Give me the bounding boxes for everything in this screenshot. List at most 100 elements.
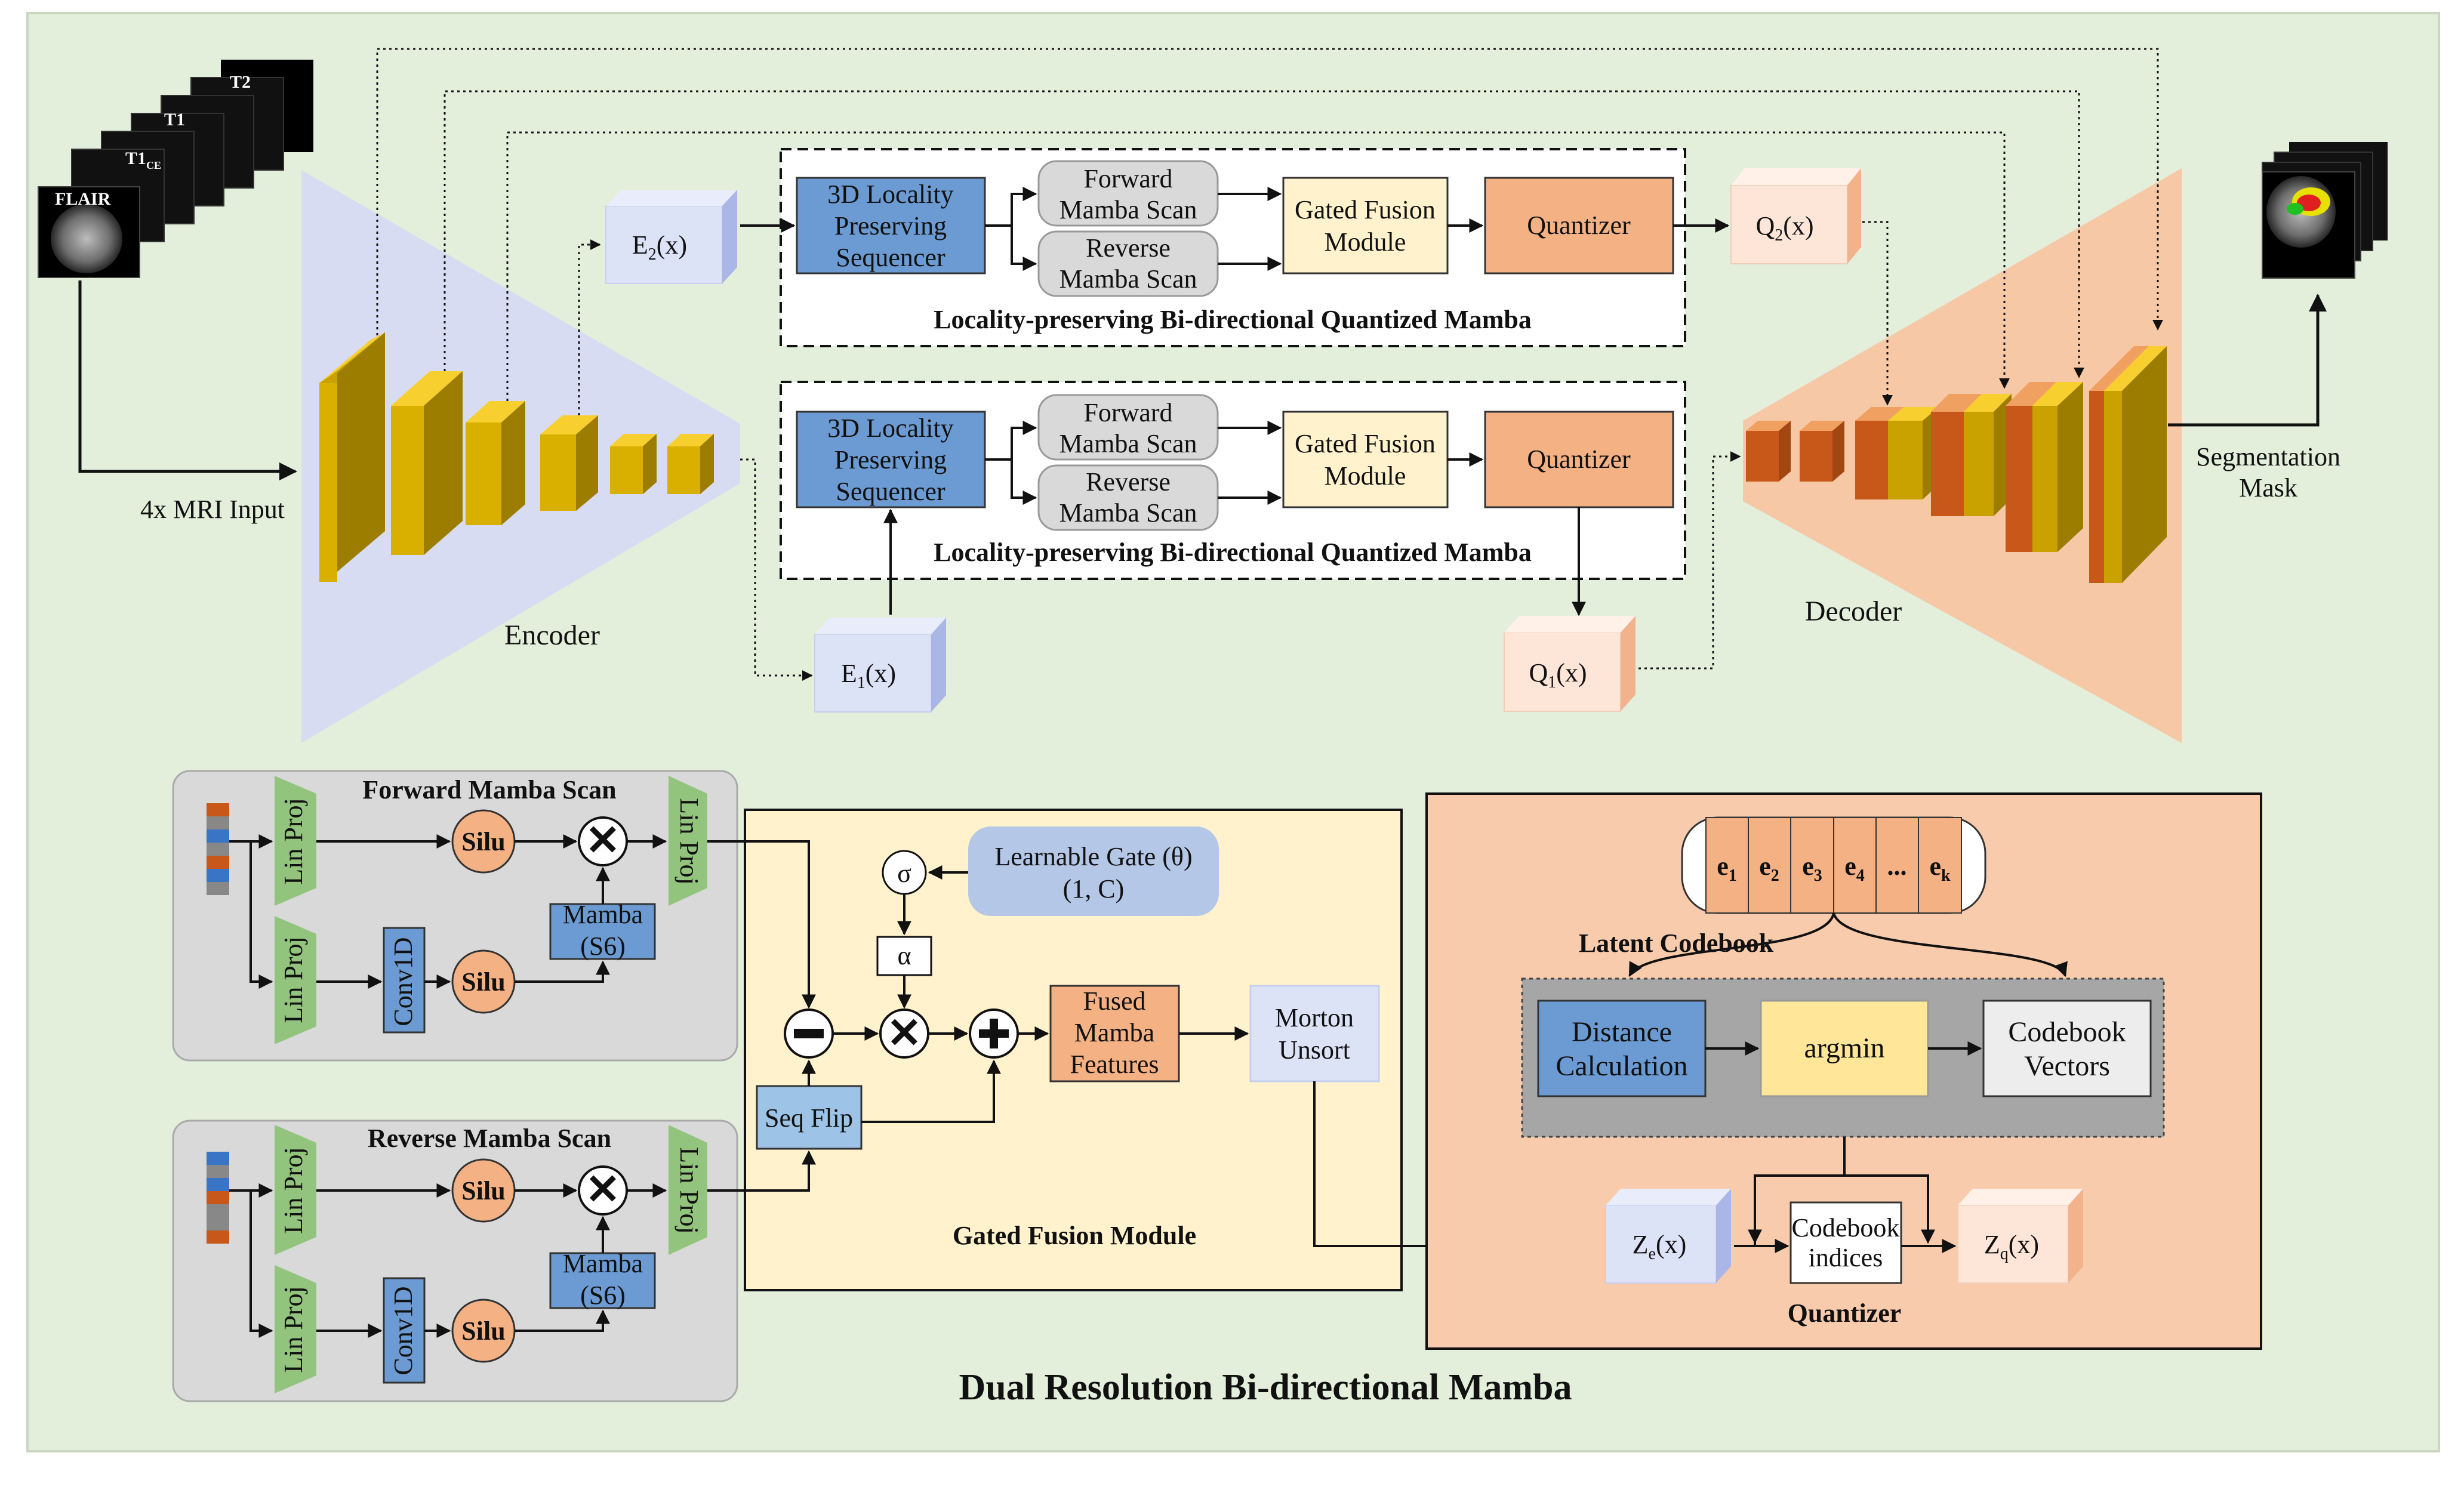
codebook-entry: ek <box>1929 852 1951 885</box>
svg-text:Lin Proj: Lin Proj <box>279 1147 308 1233</box>
mamba-s6-box <box>549 903 656 960</box>
gated-fusion-box-2 <box>1282 411 1449 508</box>
svg-text:3D Locality: 3D Locality <box>827 414 953 443</box>
svg-text:Forward Mamba Scan: Forward Mamba Scan <box>362 775 616 804</box>
svg-text:Codebook: Codebook <box>2008 1016 2126 1048</box>
svg-text:Quantizer: Quantizer <box>1788 1299 1902 1328</box>
modality-t2: T2 <box>230 72 251 92</box>
svg-text:Mamba Scan: Mamba Scan <box>1059 195 1197 224</box>
decoder-block-6 <box>2089 346 2167 583</box>
quantizer-panel: Quantizer e1 e2 e3 e4 ... ek Latent Code… <box>1425 792 2262 1350</box>
svg-text:Gated Fusion: Gated Fusion <box>1295 429 1436 458</box>
svg-text:Lin Proj: Lin Proj <box>279 936 308 1023</box>
svg-text:Calculation: Calculation <box>1556 1050 1687 1082</box>
output-label-1: Segmentation <box>2196 442 2340 471</box>
mri-input-stack: T2 T1 T1CE FLAIR <box>38 60 313 278</box>
modality-t1: T1 <box>164 110 185 129</box>
svg-text:Codebook: Codebook <box>1792 1213 1900 1242</box>
output-arrow <box>2168 294 2327 427</box>
cube-zq: Zq(x) <box>1957 1189 2083 1284</box>
svg-text:Q2(x): Q2(x) <box>1755 211 1813 245</box>
svg-text:Mamba Scan: Mamba Scan <box>1059 429 1197 458</box>
gated-fusion-box <box>1282 177 1449 275</box>
distance-calc-box <box>1537 1000 1707 1097</box>
svg-text:Distance: Distance <box>1572 1016 1672 1048</box>
svg-text:Locality-preserving Bi-directi: Locality-preserving Bi-directional Quant… <box>934 538 1532 567</box>
encoder-label: Encoder <box>504 619 600 651</box>
conv1d-box <box>383 927 426 1034</box>
encoder-block-5 <box>610 434 657 494</box>
svg-text:Silu: Silu <box>461 827 505 856</box>
svg-text:Reverse Mamba Scan: Reverse Mamba Scan <box>368 1124 611 1153</box>
svg-text:Ze(x): Ze(x) <box>1633 1230 1687 1263</box>
encoder-block-1 <box>319 332 385 582</box>
svg-text:Preserving: Preserving <box>834 211 947 240</box>
lin-proj-out <box>669 776 707 906</box>
svg-text:(1, C): (1, C) <box>1063 874 1125 903</box>
svg-text:Mamba: Mamba <box>1074 1018 1154 1047</box>
cube-q2: Q2(x) <box>1730 168 1861 264</box>
svg-text:Mamba: Mamba <box>563 1249 643 1278</box>
svg-text:Fused: Fused <box>1083 986 1145 1016</box>
morton-unsort-box <box>1249 985 1380 1082</box>
lin-proj-r1 <box>275 1125 316 1255</box>
input-arrow <box>78 280 297 480</box>
svg-text:Latent Codebook: Latent Codebook <box>1579 929 1774 958</box>
input-label: 4x MRI Input <box>140 495 285 524</box>
svg-text:argmin: argmin <box>1804 1032 1884 1064</box>
svg-text:Silu: Silu <box>461 1316 505 1346</box>
codebook-entry: e3 <box>1802 852 1822 885</box>
brain-scan-image <box>51 204 122 273</box>
svg-text:σ: σ <box>897 859 911 888</box>
decoder-label: Decoder <box>1805 596 1902 627</box>
main-title: Dual Resolution Bi-directional Mamba <box>959 1367 1572 1408</box>
svg-text:Vectors: Vectors <box>2024 1050 2110 1082</box>
svg-text:(S6): (S6) <box>580 932 626 961</box>
svg-text:Quantizer: Quantizer <box>1527 445 1631 474</box>
codebook-entry: e4 <box>1844 852 1865 885</box>
output-label-2: Mask <box>2239 473 2297 502</box>
lin-proj-r-out <box>669 1125 707 1255</box>
modality-t1ce: T1CE <box>125 149 161 171</box>
svg-text:Module: Module <box>1325 461 1406 491</box>
gated-fusion-panel: Gated Fusion Module Learnable Gate (θ) (… <box>707 809 1607 1291</box>
svg-text:✕: ✕ <box>586 818 621 864</box>
svg-text:Locality-preserving Bi-directi: Locality-preserving Bi-directional Quant… <box>934 305 1532 334</box>
lin-proj-2 <box>275 916 316 1044</box>
lin-proj-1 <box>275 776 316 906</box>
svg-text:Forward: Forward <box>1083 164 1172 193</box>
token-sequence-icon-reversed <box>207 1152 229 1244</box>
svg-text:Conv1D: Conv1D <box>389 1286 418 1375</box>
codebook-entry: e1 <box>1717 852 1737 885</box>
svg-text:Lin Proj: Lin Proj <box>674 1147 704 1233</box>
decoder-block-3 <box>1855 407 1939 499</box>
svg-text:Mamba: Mamba <box>563 900 643 929</box>
cube-e2: E2(x) <box>605 190 737 284</box>
encoder-block-2 <box>391 371 463 555</box>
lin-proj-r2 <box>275 1265 316 1393</box>
cube-q1: Q1(x) <box>1504 616 1636 712</box>
decoder-block-2 <box>1800 421 1844 482</box>
svg-text:Reverse: Reverse <box>1086 467 1171 496</box>
svg-text:Gated Fusion: Gated Fusion <box>1295 195 1436 224</box>
segmentation-output-stack <box>2262 142 2388 279</box>
codebook-entry: ... <box>1887 852 1907 881</box>
svg-text:indices: indices <box>1809 1243 1883 1272</box>
sequencer-box-2 <box>796 411 986 508</box>
encoder-block-6 <box>667 434 714 494</box>
svg-text:Gated Fusion Module: Gated Fusion Module <box>953 1221 1196 1250</box>
svg-text:α: α <box>897 941 911 970</box>
svg-text:E2(x): E2(x) <box>632 230 687 264</box>
encoder-blocks <box>319 332 714 582</box>
forward-scan-panel: Forward Mamba Scan Lin Proj Lin Proj Lin… <box>172 770 738 1062</box>
svg-text:Lin Proj: Lin Proj <box>279 798 308 884</box>
lbqm-block-lower: 3D Locality Preserving Sequencer Forward… <box>780 381 1686 616</box>
svg-text:Conv1D: Conv1D <box>389 937 418 1026</box>
latent-codebook: e1 e2 e3 e4 ... ek <box>1681 816 1986 914</box>
svg-text:Seq Flip: Seq Flip <box>765 1103 853 1133</box>
quantizer-box-2 <box>1484 411 1674 508</box>
decoder-block-1 <box>1746 421 1791 482</box>
svg-text:Learnable Gate (θ): Learnable Gate (θ) <box>994 842 1192 871</box>
svg-text:Q1(x): Q1(x) <box>1529 658 1587 692</box>
